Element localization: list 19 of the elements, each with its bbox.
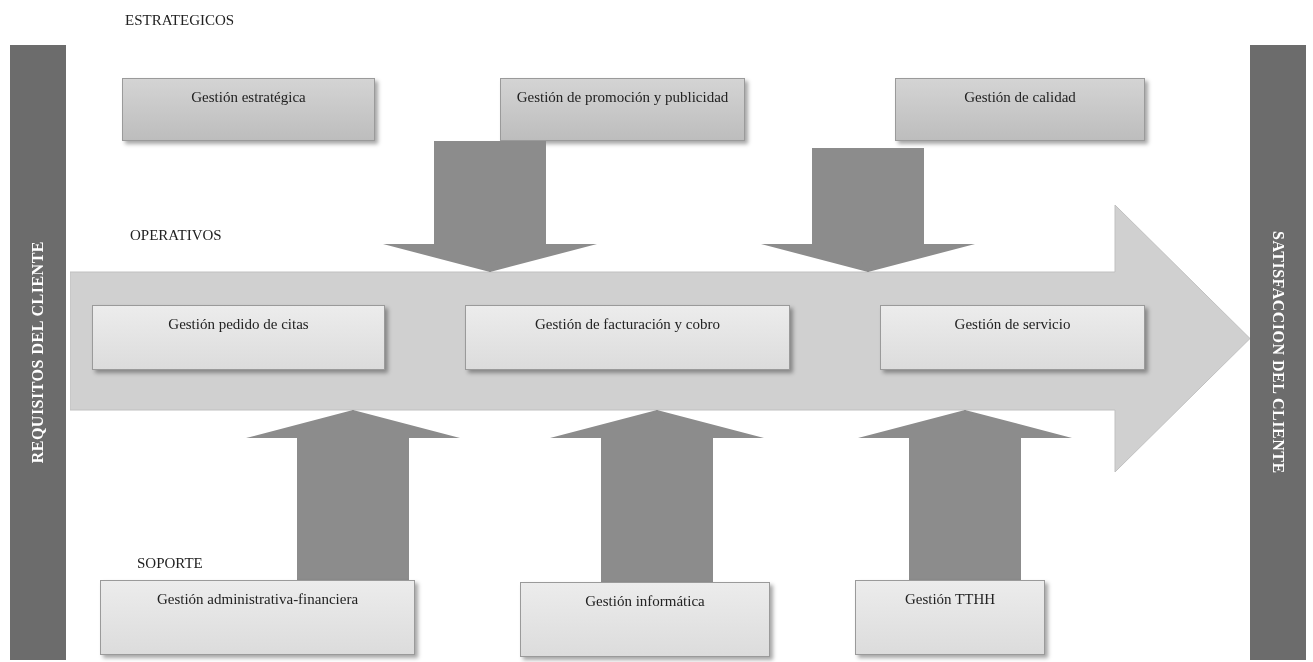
process-box: Gestión de facturación y cobro [465, 305, 790, 370]
section-heading: ESTRATEGICOS [125, 12, 235, 29]
process-box: Gestión de promoción y publicidad [500, 78, 745, 141]
block-arrow [383, 140, 597, 273]
block-arrow [550, 409, 764, 583]
side-bar: REQUISITOS DEL CLIENTE [10, 45, 66, 660]
process-box: Gestión de servicio [880, 305, 1145, 370]
side-bar: SATISFACCION DEL CLIENTE [1250, 45, 1306, 660]
process-box: Gestión administrativa-financiera [100, 580, 415, 655]
block-arrow [761, 147, 975, 273]
process-box: Gestión de calidad [895, 78, 1145, 141]
process-box: Gestión informática [520, 582, 770, 657]
process-box: Gestión estratégica [122, 78, 375, 141]
block-arrow [858, 409, 1072, 581]
section-heading: SOPORTE [137, 555, 203, 572]
section-heading: OPERATIVOS [130, 227, 222, 244]
process-box: Gestión pedido de citas [92, 305, 385, 370]
process-box: Gestión TTHH [855, 580, 1045, 655]
block-arrow [246, 409, 460, 581]
